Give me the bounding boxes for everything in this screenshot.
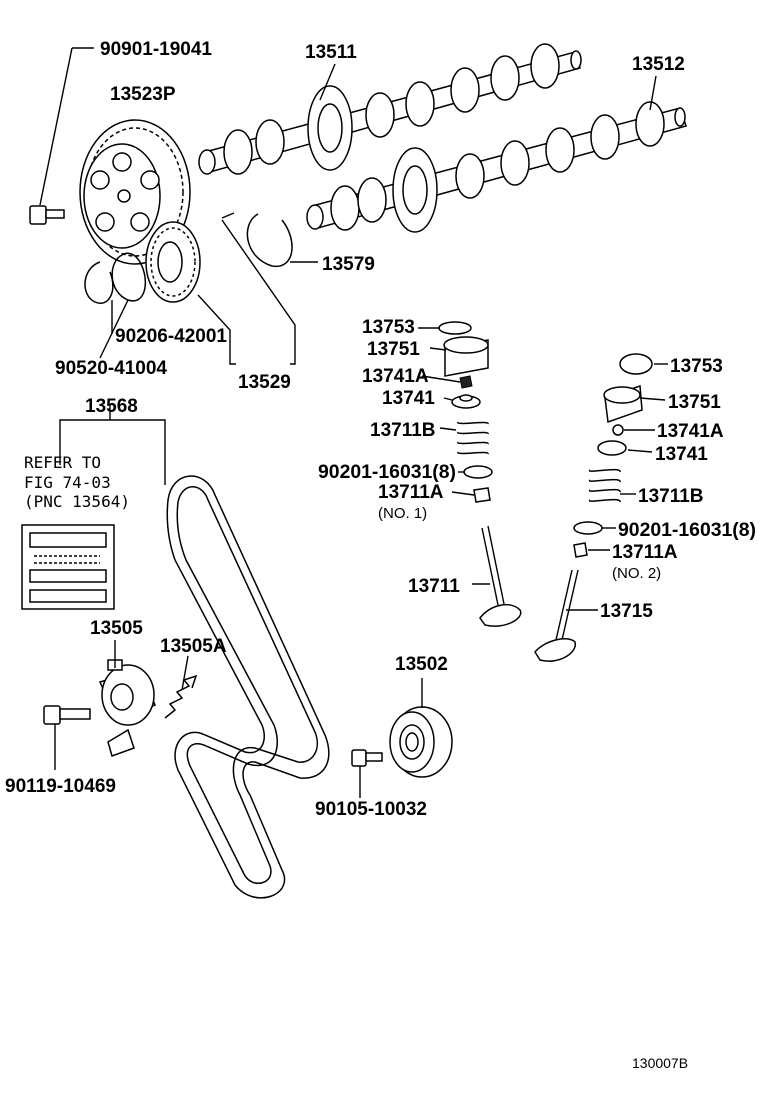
label-13741-no2: 13741 [655, 444, 708, 465]
label-13579: 13579 [322, 254, 375, 275]
snap-ring-90520 [84, 261, 114, 304]
leader-lines [39, 47, 668, 798]
sub-gear [145, 221, 201, 303]
label-13751-no2: 13751 [668, 392, 721, 413]
label-13711A-no2: 13711A [612, 542, 678, 563]
timing-belt [166, 475, 330, 899]
bolt-90105 [351, 749, 383, 767]
camshaft-13511 [198, 43, 582, 175]
label-13715: 13715 [600, 601, 653, 622]
reference-book-icon [21, 524, 115, 610]
label-90201-16031-no2: 90201-16031(8) [618, 520, 756, 541]
valve-stack-no1 [438, 321, 522, 627]
figure-code: 130007B [632, 1055, 688, 1071]
label-13511: 13511 [305, 42, 357, 63]
valve-stack-no2 [534, 353, 653, 662]
label-13523P: 13523P [110, 84, 176, 105]
bolt-90901 [29, 205, 65, 225]
bolt-90119 [43, 705, 91, 725]
label-no2: (NO. 2) [612, 565, 661, 582]
idler-pulley [389, 706, 453, 778]
refer-line-3: (PNC 13564) [24, 492, 130, 511]
label-13741-no1: 13741 [382, 388, 435, 409]
belt-tensioner [98, 659, 156, 757]
label-13711: 13711 [408, 576, 460, 597]
label-90119-10469: 90119-10469 [5, 776, 116, 797]
label-13753-no2: 13753 [670, 356, 723, 377]
label-13711B-no2: 13711B [638, 486, 704, 507]
label-13568: 13568 [85, 396, 138, 417]
tension-spring [164, 674, 198, 719]
label-13711B-no1: 13711B [370, 420, 436, 441]
wave-washer-90206 [111, 252, 147, 302]
label-13741A-no1: 13741A [362, 366, 429, 387]
label-13741A-no2: 13741A [657, 421, 724, 442]
label-13505: 13505 [90, 618, 143, 639]
refer-line-2: FIG 74-03 [24, 473, 111, 492]
label-13512: 13512 [632, 54, 685, 75]
label-13751-no1: 13751 [367, 339, 420, 360]
label-13505A: 13505A [160, 636, 227, 657]
snap-ring-13579 [221, 212, 293, 267]
label-90105-10032: 90105-10032 [315, 799, 427, 820]
label-90206-42001: 90206-42001 [115, 326, 227, 347]
label-no1: (NO. 1) [378, 505, 427, 522]
label-13529: 13529 [238, 372, 291, 393]
label-13753-no1: 13753 [362, 317, 415, 338]
label-90201-16031-no1: 90201-16031(8) [318, 462, 456, 483]
label-90901-19041: 90901-19041 [100, 39, 212, 60]
camshaft-13512 [306, 101, 687, 233]
refer-line-1: REFER TO [24, 453, 101, 472]
label-13711A-no1: 13711A [378, 482, 444, 503]
label-13502: 13502 [395, 654, 448, 675]
label-90520-41004: 90520-41004 [55, 358, 167, 379]
